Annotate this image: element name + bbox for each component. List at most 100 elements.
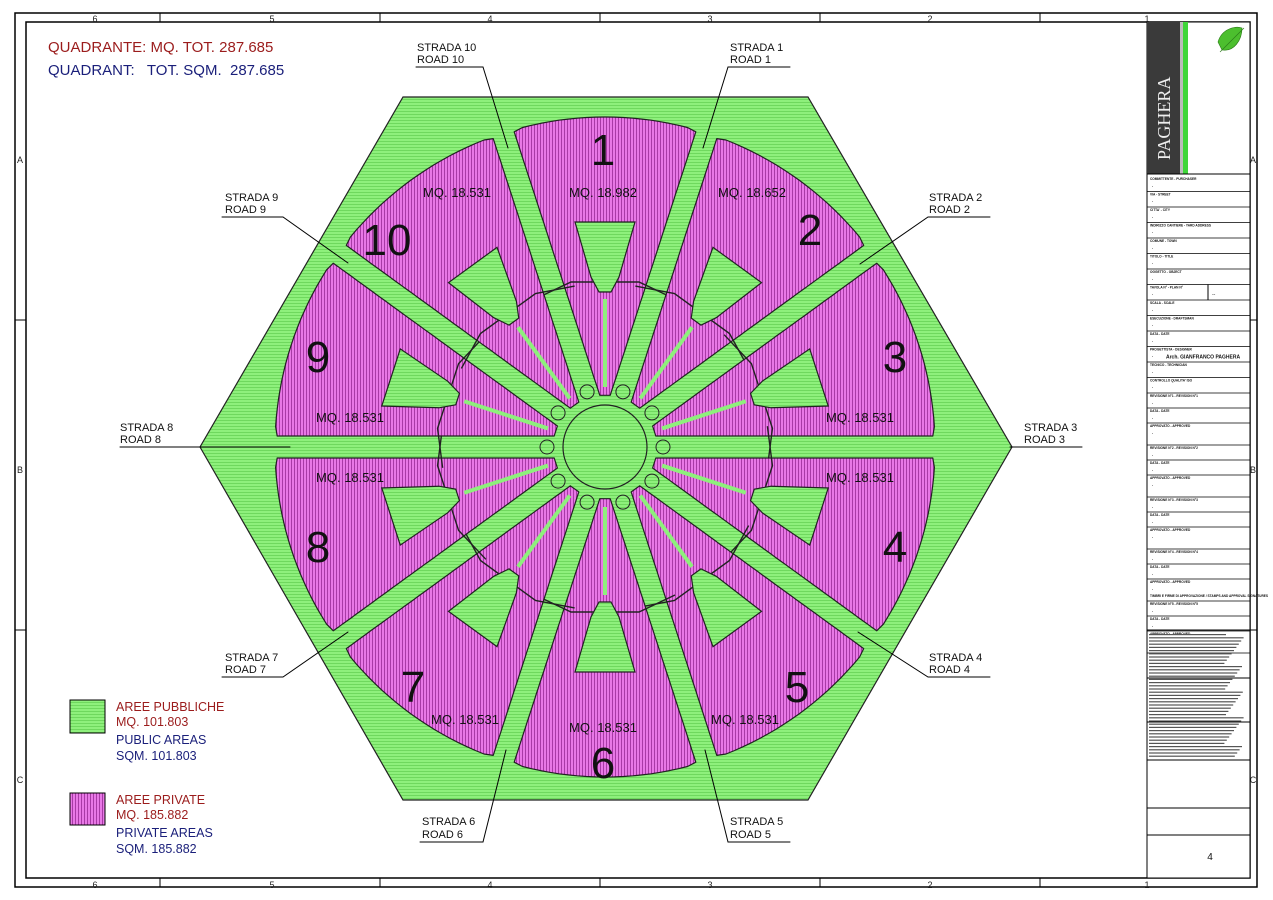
svg-text:-: - [1152, 370, 1153, 374]
road-end-node [644, 405, 660, 421]
title-block-field-label: SCALA - SCALE [1150, 301, 1175, 305]
grid-column-label: 4 [487, 880, 492, 890]
sector-area-9: MQ. 18.531 [316, 410, 384, 425]
title-block-field-label: OGGETTO - OBJECT [1150, 270, 1182, 274]
green-plaza [574, 221, 636, 293]
grid-column-label: 2 [927, 14, 932, 24]
title-block-field-label: ESECUZIONE - DRAFTSMAN [1150, 317, 1194, 321]
title-block-field-label: APPROVATO - APPROVED [1150, 580, 1191, 584]
legend-private-it-area: MQ. 185.882 [116, 808, 188, 822]
sector-number-3: 3 [883, 333, 907, 382]
road-callout-1: STRADA 1 ROAD 1 [702, 42, 791, 149]
road-label-it: STRADA 3 [1024, 422, 1077, 434]
legend-public-en: PUBLIC AREAS [116, 733, 206, 747]
legend-swatch-public [69, 699, 106, 734]
road-end-node [644, 473, 660, 489]
legend-private-en: PRIVATE AREAS [116, 826, 213, 840]
svg-text:-: - [1152, 246, 1153, 250]
road-label-en: ROAD 10 [417, 54, 464, 66]
svg-text:-: - [1152, 324, 1153, 328]
central-roundabout [562, 404, 648, 490]
sector-area-10: MQ. 18.531 [423, 185, 491, 200]
legend-public-it: AREE PUBBLICHE [116, 700, 224, 714]
title-block-field-label: REVISIONE N°2 - REVISION N°2 [1150, 446, 1198, 450]
sector-area-7: MQ. 18.531 [431, 712, 499, 727]
svg-text:-: - [1152, 572, 1153, 576]
green-plaza [380, 347, 461, 409]
road-callout-10: STRADA 10 ROAD 10 [415, 42, 509, 149]
legend-public-it-area: MQ. 101.803 [116, 715, 188, 729]
grid-row-label: B [17, 465, 23, 475]
title-block-field-label: DATA - DATE [1150, 409, 1170, 413]
access-path [516, 494, 572, 568]
svg-text:-: - [1152, 215, 1153, 219]
road-callout-7: STRADA 7 ROAD 7 [221, 631, 349, 678]
svg-text:-: - [1152, 483, 1153, 487]
road-end-node [539, 439, 555, 455]
title-block-field-label: VIA - STREET [1150, 193, 1171, 197]
svg-text:-: - [1152, 431, 1153, 435]
notes-fine-print [1147, 634, 1250, 757]
road-label-en: ROAD 8 [120, 434, 161, 446]
sheet-number: 4 [1207, 852, 1213, 863]
svg-text:-: - [1152, 557, 1153, 561]
sector-area-4: MQ. 18.531 [826, 470, 894, 485]
grid-row-label: C [17, 775, 24, 785]
grid-row-label: C [1250, 775, 1257, 785]
svg-text:-: - [1152, 624, 1153, 628]
quadrant-total-it: QUADRANTE: MQ. TOT. 287.685 [48, 39, 273, 56]
road-callout-9: STRADA 9 ROAD 9 [221, 192, 349, 264]
grid-column-label: 2 [927, 880, 932, 890]
sector-number-7: 7 [401, 663, 425, 712]
road-label-it: STRADA 6 [422, 816, 475, 828]
sector-area-1: MQ. 18.982 [569, 185, 637, 200]
title-block-field-label: DATA - DATE [1150, 332, 1170, 336]
grid-column-label: 1 [1144, 14, 1149, 24]
road-callout-4: STRADA 4 ROAD 4 [857, 631, 991, 678]
road-label-it: STRADA 2 [929, 192, 982, 204]
sector-number-5: 5 [785, 663, 809, 712]
road-label-en: ROAD 7 [225, 664, 266, 676]
grid-column-label: 1 [1144, 880, 1149, 890]
green-plaza [749, 347, 830, 409]
svg-text:-: - [1152, 293, 1153, 297]
road-label-en: ROAD 5 [730, 829, 771, 841]
road-label-it: STRADA 1 [730, 42, 783, 54]
road-callout-2: STRADA 2 ROAD 2 [859, 192, 991, 265]
green-plaza [447, 246, 520, 326]
svg-text:-: - [1152, 401, 1153, 405]
svg-text:-: - [1152, 386, 1153, 390]
green-plaza [690, 568, 763, 648]
brand-logo-text: PAGHERA [1154, 77, 1174, 160]
road-end-node [615, 384, 631, 400]
road-callout-3: STRADA 3 ROAD 3 [1009, 422, 1083, 448]
road-label-en: ROAD 4 [929, 664, 970, 676]
grid-column-label: 6 [92, 14, 97, 24]
green-plaza [690, 246, 763, 326]
access-path [463, 463, 549, 495]
plan-number-suffix: -- [1212, 292, 1216, 298]
access-path [463, 399, 549, 431]
grid-column-label: 4 [487, 14, 492, 24]
grid-column-label: 5 [269, 14, 274, 24]
sector-number-8: 8 [306, 523, 330, 572]
access-path [661, 463, 747, 495]
sector-area-5: MQ. 18.531 [711, 712, 779, 727]
outer-frame [14, 12, 1258, 888]
title-block-field-label: APPROVATO - APPROVED [1150, 424, 1191, 428]
access-path [661, 399, 747, 431]
road-label-it: STRADA 7 [225, 652, 278, 664]
grid-column-label: 6 [92, 880, 97, 890]
private-sector-9 [275, 262, 559, 437]
green-plaza [749, 485, 830, 547]
road-label-it: STRADA 9 [225, 192, 278, 204]
title-block-field-label: REVISIONE N°5 - REVISION N°5 [1150, 602, 1198, 606]
svg-text:-: - [1152, 609, 1153, 613]
sector-area-3: MQ. 18.531 [826, 410, 894, 425]
title-block-field-label: INDIRIZZO CANTIERE - YARD ADDRESS [1150, 224, 1211, 228]
title-block-field-label: REVISIONE N°3 - REVISION N°3 [1150, 498, 1198, 502]
title-block-field-label: DATA - DATE [1150, 565, 1170, 569]
road-label-en: ROAD 9 [225, 204, 266, 216]
title-block-field-label: DATA - DATE [1150, 461, 1170, 465]
